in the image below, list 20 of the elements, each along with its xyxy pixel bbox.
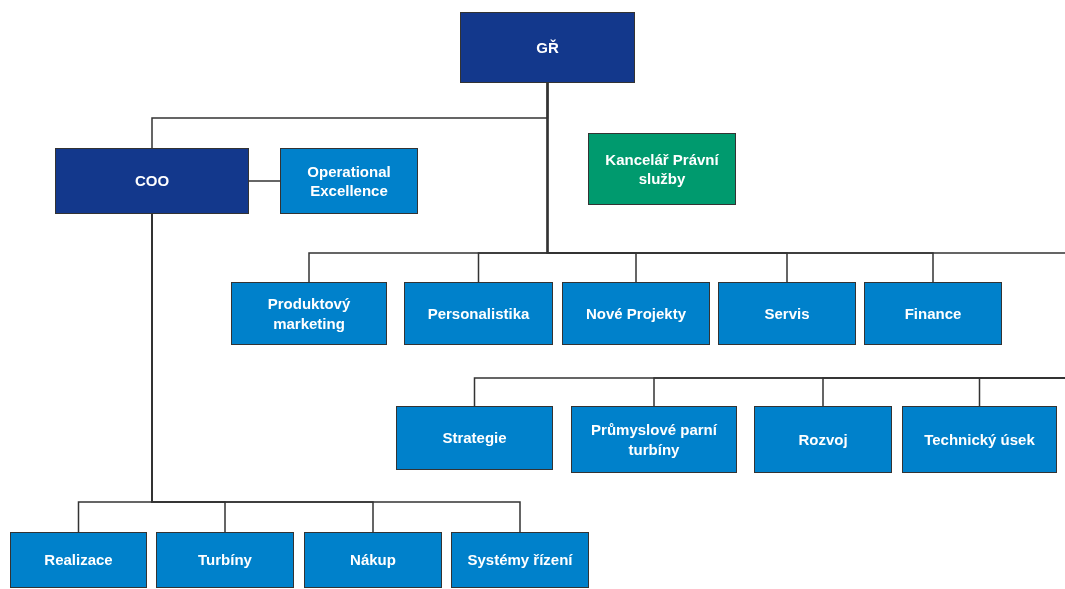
department-box: Realizace [10, 532, 147, 588]
department-box: Průmyslové parní turbíny [571, 406, 737, 473]
department-box: Nákup [304, 532, 442, 588]
department-box: Strategie [396, 406, 553, 470]
connector-line [248, 180, 281, 182]
department-box: Turbíny [156, 532, 294, 588]
department-box: Produktový marketing [231, 282, 387, 345]
department-box: Technický úsek [902, 406, 1057, 473]
department-box: Servis [718, 282, 856, 345]
connector-line [978, 377, 1065, 407]
office-box: Kancelář Právní služby [588, 133, 736, 205]
department-box: Nové Projekty [562, 282, 710, 345]
department-box: Systémy řízení [451, 532, 589, 588]
department-box: Rozvoj [754, 406, 892, 473]
department-box: Finance [864, 282, 1002, 345]
connector-line [546, 82, 1065, 254]
ceo-box: GŘ [460, 12, 635, 83]
department-box: Personalistika [404, 282, 553, 345]
department-box: Operational Excellence [280, 148, 418, 214]
manager-box: COO [55, 148, 249, 214]
